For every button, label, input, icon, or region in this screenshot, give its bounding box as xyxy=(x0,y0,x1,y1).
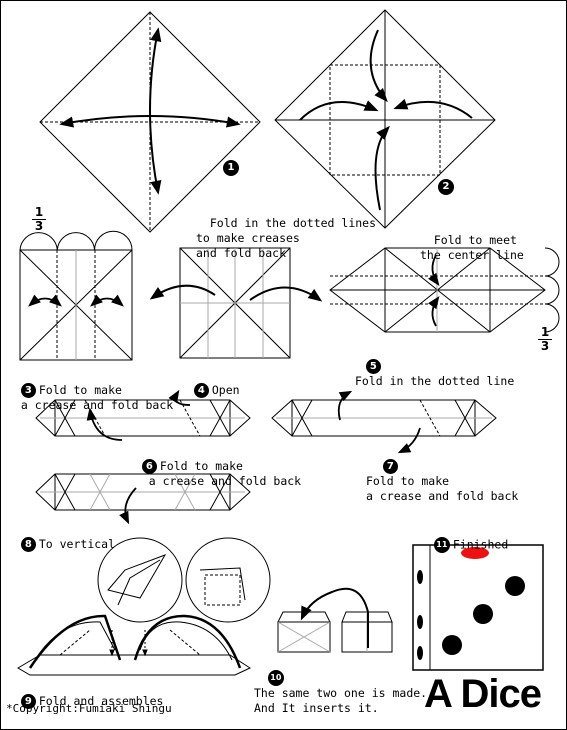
step-number-4: 4 xyxy=(193,383,209,398)
step-number-10: 10 xyxy=(267,670,284,686)
copyright-notice: *Copyright:Fumiaki Shingu xyxy=(6,702,172,715)
step1-figure xyxy=(39,11,261,233)
step-number-6: 6 xyxy=(141,459,157,474)
step-number-8: 8 xyxy=(20,537,36,552)
step6-figure xyxy=(35,389,251,441)
step3-figure xyxy=(19,230,133,361)
step-number-9: 9 xyxy=(20,694,36,709)
step2-figure xyxy=(274,9,496,229)
finished-die xyxy=(412,544,544,671)
step-number-3: 3 xyxy=(20,383,36,398)
step9-figure xyxy=(17,537,271,676)
red-pip xyxy=(461,547,489,559)
pip xyxy=(442,635,462,655)
step-number-11: 11 xyxy=(433,537,450,553)
step-number-2: 2 xyxy=(438,179,454,195)
pip xyxy=(417,646,423,660)
step-number-7: 7 xyxy=(382,459,398,474)
die-pips xyxy=(417,547,525,660)
pip xyxy=(505,576,525,596)
step-number-5: 5 xyxy=(365,359,381,374)
step5-figure xyxy=(329,247,560,333)
step7-figure xyxy=(271,390,497,454)
page-title: A Dice xyxy=(424,672,542,716)
step-number-1: 1 xyxy=(223,160,239,176)
step8-figure xyxy=(35,473,251,525)
step4-figure xyxy=(149,247,323,359)
pip xyxy=(473,604,493,624)
step10-figure xyxy=(277,587,393,653)
pip xyxy=(417,570,423,584)
pip xyxy=(417,615,423,629)
